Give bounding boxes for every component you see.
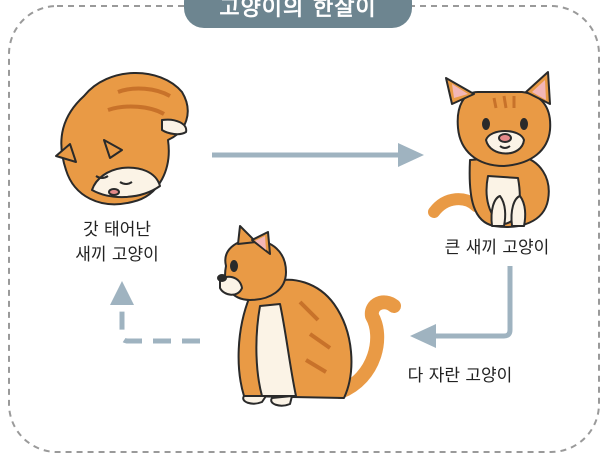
sitting-adult-cat-icon bbox=[217, 225, 401, 407]
arrow-newborn-to-kitten bbox=[212, 143, 424, 167]
stage-label-newborn-line2: 새끼 고양이 bbox=[75, 245, 159, 265]
stage-label-adult: 다 자란 고양이 bbox=[407, 366, 513, 386]
arrow-kitten-to-adult bbox=[410, 266, 513, 348]
arrow-adult-to-newborn bbox=[110, 281, 200, 344]
stage-label-newborn: 갓 태어난 새끼 고양이 bbox=[62, 218, 172, 268]
stage-label-kitten: 큰 새끼 고양이 bbox=[444, 238, 550, 258]
diagram-title: 고양이의 한살이 bbox=[184, 0, 412, 28]
sleeping-newborn-cat-icon bbox=[55, 72, 189, 206]
stage-label-newborn-line1: 갓 태어난 bbox=[83, 220, 151, 240]
sitting-kitten-icon bbox=[428, 71, 552, 228]
